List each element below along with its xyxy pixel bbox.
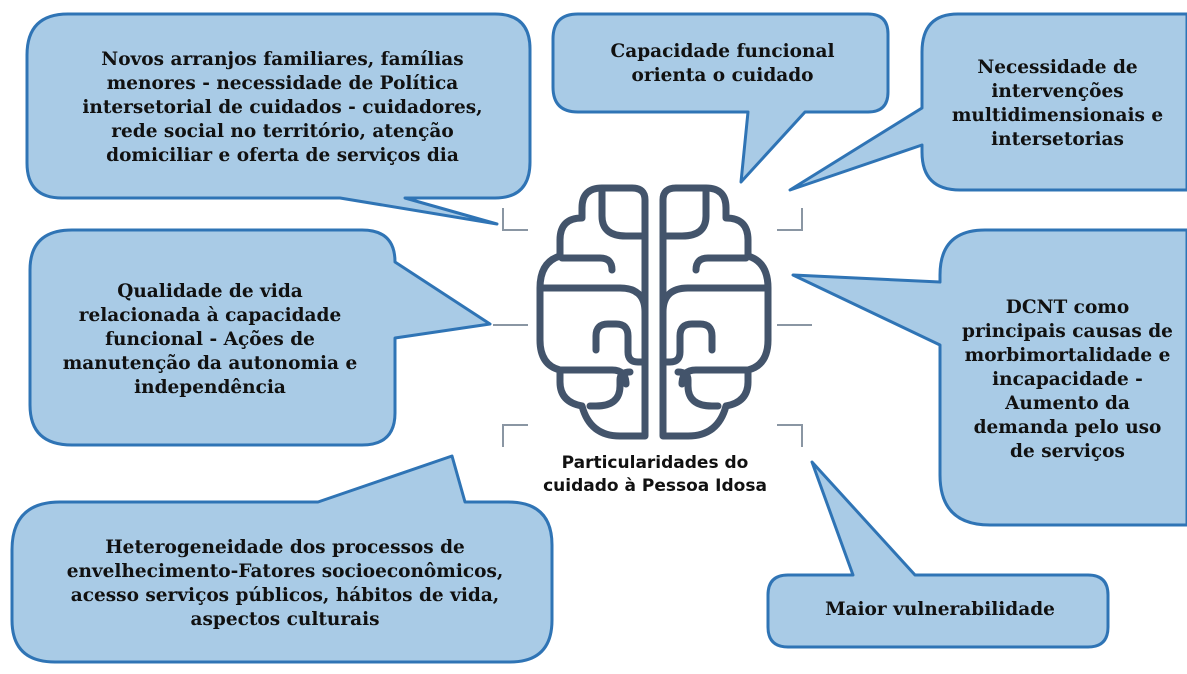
callout-text-family: Novos arranjos familiares, famílias meno… (82, 48, 483, 167)
callout-text-vulnerability: Maior vulnerabilidade (825, 598, 1055, 620)
callout-bubble-heterogeneity (10, 454, 554, 664)
callout-text-interventions: Necessidade de intervenções multidimensi… (951, 56, 1164, 151)
brain-icon (536, 184, 772, 440)
callout-bubble-functional-capacity (551, 12, 890, 184)
callout-bubble-quality-of-life (28, 228, 492, 447)
center-caption-line-1: Particularidades do (561, 453, 749, 473)
center-caption: Particularidades do cuidado à Pessoa Ido… (510, 452, 800, 498)
callout-text-dcnt: DCNT como principais causas de morbimort… (962, 296, 1173, 463)
callout-bubble-vulnerability (766, 460, 1110, 649)
callout-bubble-family (25, 12, 532, 226)
callout-text-quality-of-life: Qualidade de vida relacionada à capacida… (62, 280, 358, 399)
callout-bubble-dcnt (791, 228, 1187, 527)
callout-bubble-interventions (788, 12, 1187, 192)
callout-text-heterogeneity: Heterogeneidade dos processos de envelhe… (66, 536, 504, 631)
center-caption-line-2: cuidado à Pessoa Idosa (543, 475, 767, 496)
frame-ticks (493, 208, 812, 447)
callout-text-functional-capacity: Capacidade funcional orienta o cuidado (610, 40, 835, 86)
